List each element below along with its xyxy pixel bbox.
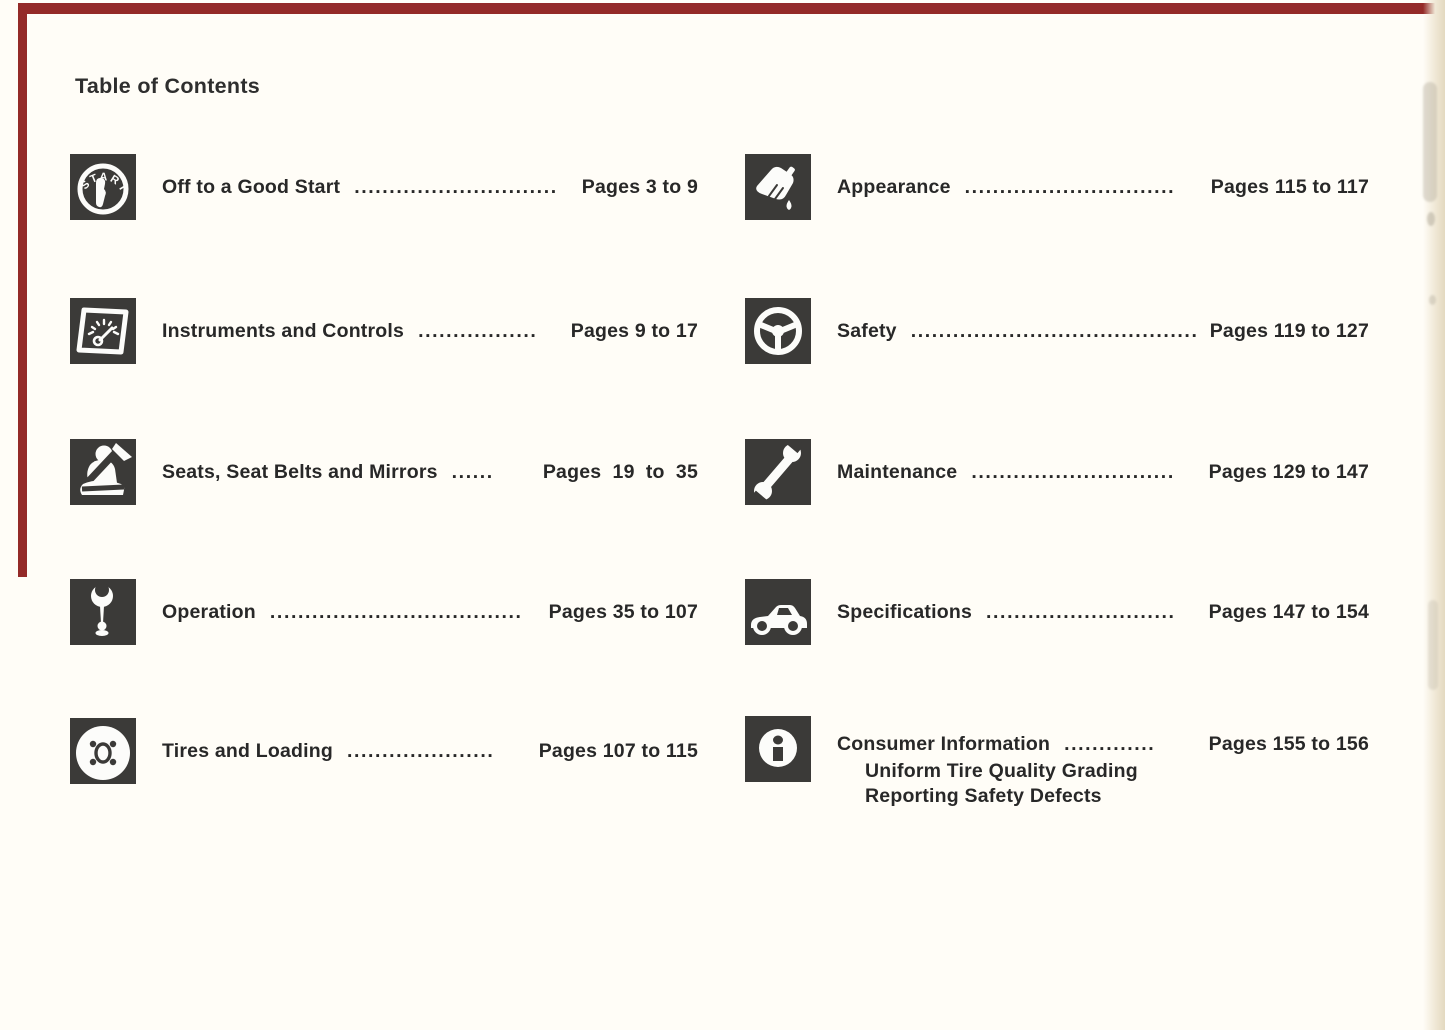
dot-leader: .............................. — [964, 175, 1176, 198]
toc-page-range: Pages 19 to 35 — [542, 460, 698, 483]
toc-entry-label: Seats, Seat Belts and Mirrors — [162, 460, 438, 483]
toc-row-tires-and-loading: Tires and Loading ..................... … — [70, 716, 698, 786]
scan-smudge — [1427, 212, 1435, 226]
dot-leader: ..................... — [346, 739, 495, 762]
gearshift-icon — [70, 579, 136, 645]
scan-smudge — [1428, 600, 1438, 690]
toc-row-off-to-a-good-start: START Off to a Good Start ..............… — [70, 152, 698, 222]
dot-leader: ................. — [418, 319, 538, 342]
polish-mitt-icon — [745, 154, 811, 220]
toc-entry-label: Operation — [162, 600, 256, 623]
toc-entry-label: Maintenance — [837, 460, 958, 483]
scan-smudge — [1429, 295, 1436, 305]
instrument-panel-icon — [70, 298, 136, 364]
toc-row-seats-seat-belts-mirrors: Seats, Seat Belts and Mirrors ...... Pag… — [70, 437, 698, 507]
info-icon — [745, 716, 811, 782]
toc-entry-label: Consumer Information — [837, 733, 1051, 755]
red-border-top — [18, 3, 1445, 14]
wrench-icon — [745, 439, 811, 505]
toc-row-maintenance: Maintenance ............................… — [745, 437, 1369, 507]
toc-page-range: Pages 119 to 127 — [1209, 319, 1369, 342]
toc-page-range: Pages 115 to 117 — [1210, 175, 1369, 198]
toc-row-appearance: Appearance .............................… — [745, 152, 1369, 222]
toc-subline-uniform-tire-quality: Uniform Tire Quality Grading — [865, 760, 1138, 782]
toc-page-range: Pages 35 to 107 — [548, 600, 698, 623]
dot-leader: ........................................… — [910, 319, 1196, 342]
car-icon — [745, 579, 811, 645]
toc-page-range: Pages 9 to 17 — [570, 319, 698, 342]
dot-leader: ............................. — [971, 460, 1175, 483]
toc-row-operation: Operation ..............................… — [70, 577, 698, 647]
tire-wheel-icon — [70, 718, 136, 784]
toc-page-range: Pages 155 to 156 — [1208, 733, 1369, 755]
ignition-start-icon: START — [70, 154, 136, 220]
toc-page-range: Pages 107 to 115 — [538, 739, 698, 762]
toc-row-safety: Safety .................................… — [745, 296, 1369, 366]
dot-leader: ............. — [1064, 733, 1156, 755]
seat-belt-icon — [70, 439, 136, 505]
toc-row-instruments-and-controls: Instruments and Controls ...............… — [70, 296, 698, 366]
dot-leader: ...... — [451, 460, 494, 483]
toc-row-specifications: Specifications .........................… — [745, 577, 1369, 647]
page-title: Table of Contents — [75, 74, 261, 98]
toc-row-consumer-information: Consumer Information ............. Pages… — [745, 716, 1369, 826]
scan-smudge — [1423, 82, 1437, 202]
toc-page-range: Pages 3 to 9 — [581, 175, 698, 198]
toc-entry-label: Specifications — [837, 600, 973, 623]
toc-entry-label: Off to a Good Start — [162, 175, 341, 198]
toc-entry-label: Safety — [837, 319, 897, 342]
dot-leader: ........................... — [986, 600, 1176, 623]
toc-entry-label: Appearance — [837, 175, 951, 198]
toc-page-range: Pages 129 to 147 — [1208, 460, 1369, 483]
red-border-left — [18, 3, 27, 577]
steering-wheel-icon — [745, 298, 811, 364]
toc-subline-reporting-safety-defects: Reporting Safety Defects — [865, 785, 1102, 807]
toc-entry-label: Tires and Loading — [162, 739, 333, 762]
toc-page-range: Pages 147 to 154 — [1208, 600, 1369, 623]
scan-edge-strip — [1423, 0, 1445, 1030]
dot-leader: .................................... — [269, 600, 523, 623]
toc-entry-label: Instruments and Controls — [162, 319, 405, 342]
dot-leader: ............................. — [354, 175, 558, 198]
